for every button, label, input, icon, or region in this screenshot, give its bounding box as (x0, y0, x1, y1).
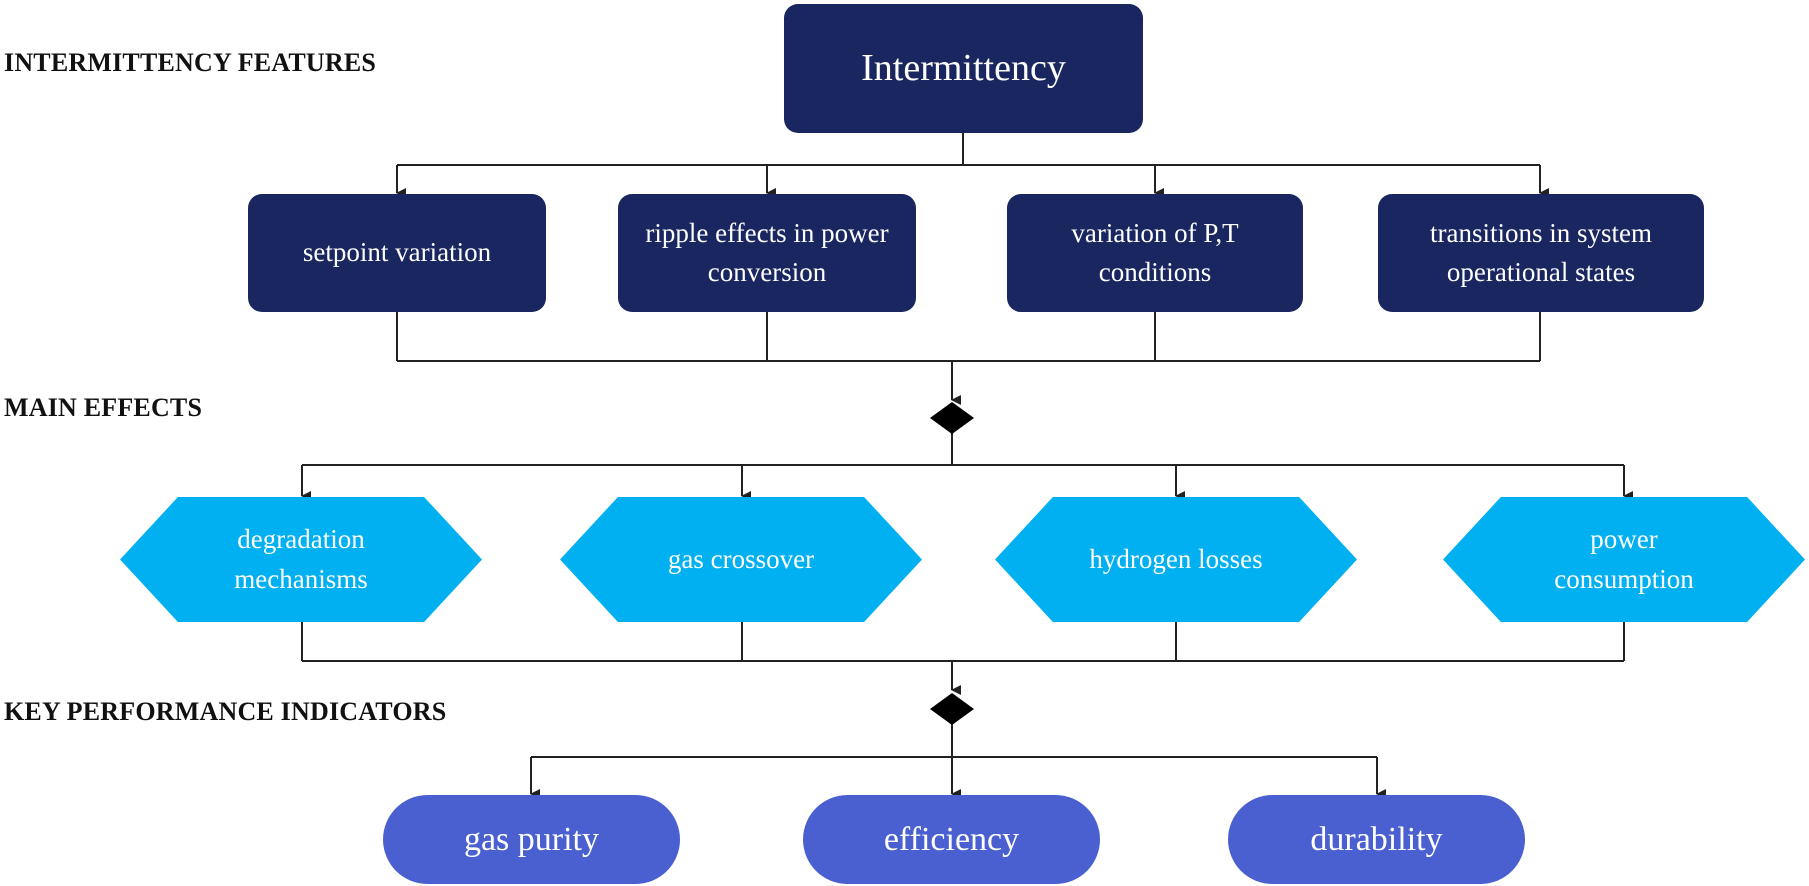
feature-setpoint-variation: setpoint variation (248, 194, 546, 312)
section-label-main-effects: MAIN EFFECTS (4, 393, 203, 422)
feature-operational-transitions: transitions in system operational states (1378, 194, 1704, 312)
merge-diamond-kpis (930, 693, 974, 725)
effect-gas-crossover: gas crossover (560, 497, 922, 622)
kpi-durability: durability (1228, 795, 1525, 884)
effect-degradation-mechanisms: degradation mechanisms (120, 497, 482, 622)
section-label-key-performance-indicators: KEY PERFORMANCE INDICATORS (4, 697, 447, 726)
kpi-efficiency: efficiency (803, 795, 1100, 884)
section-label-intermittency-features: INTERMITTENCY FEATURES (4, 48, 377, 77)
intermittency-node: Intermittency (784, 4, 1143, 133)
effect-hydrogen-losses: hydrogen losses (995, 497, 1357, 622)
kpi-gas-purity: gas purity (383, 795, 680, 884)
feature-ripple-effects: ripple effects in power conversion (618, 194, 916, 312)
merge-diamond-effects (930, 402, 974, 434)
feature-pt-variation: variation of P,T conditions (1007, 194, 1303, 312)
effect-power-consumption: power consumption (1443, 497, 1805, 622)
